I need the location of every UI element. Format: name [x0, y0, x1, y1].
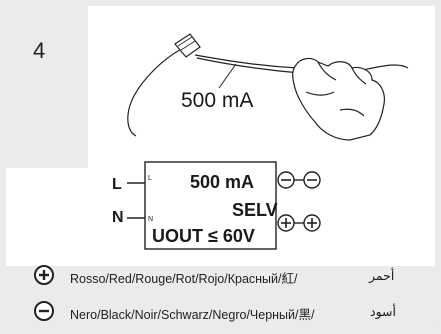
cable-label-leader — [218, 63, 237, 89]
input-N-label: N — [112, 209, 124, 226]
step-number: 4 — [33, 38, 46, 63]
cable-wire-lower-2 — [196, 57, 301, 74]
selv-label: SELV — [232, 200, 278, 220]
cable-wire-lower — [194, 54, 299, 69]
plus-in-circle-icon — [34, 265, 54, 285]
driver-box — [144, 161, 277, 250]
legend-black-arabic: أسود — [370, 305, 396, 319]
cable-wire-upper — [127, 46, 186, 137]
cable-current-label: 500 mA — [181, 89, 254, 112]
inner-N-label: N — [148, 216, 154, 223]
inner-L-label: L — [148, 175, 152, 182]
legend-red-text: Rosso/Red/Rouge/Rot/Rojo/Красный/紅/ — [70, 272, 298, 286]
uout-label: UOUT ≤ 60V — [152, 226, 255, 246]
minus-in-circle-icon — [34, 301, 54, 321]
legend-red-arabic: أحمر — [369, 269, 395, 283]
cable-connector-icon — [174, 33, 201, 58]
legend-black-text: Nero/Black/Noir/Schwarz/Negro/Черный/黑/ — [70, 308, 315, 322]
hand-icon — [292, 57, 385, 141]
driver-current-label: 500 mA — [190, 172, 255, 192]
input-L-label: L — [112, 176, 122, 193]
